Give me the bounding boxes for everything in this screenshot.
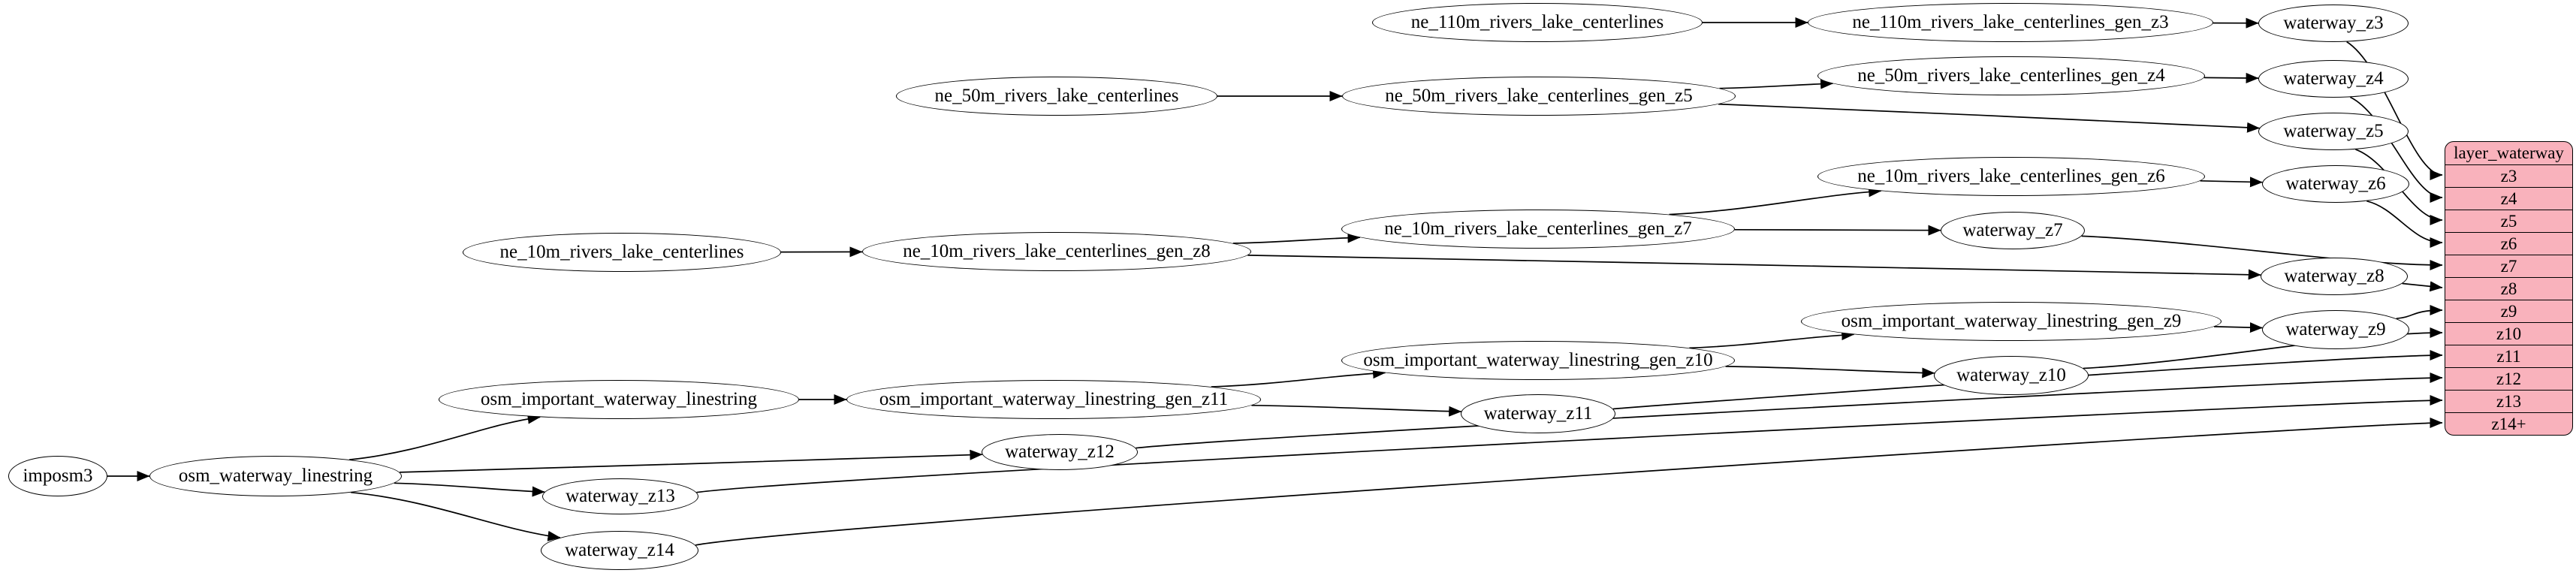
edge-osm_waterway_linestring-to-waterway_z14 xyxy=(351,491,561,541)
node-ne_10m_rivers_lake_centerlines_gen_z7: ne_10m_rivers_lake_centerlines_gen_z7 xyxy=(1341,210,1735,249)
table-row-z10: z10 xyxy=(2445,322,2572,345)
layer-waterway-table-title: layer_waterway xyxy=(2454,143,2564,162)
edge-waterway_z9-to-layer_waterway-z9 xyxy=(2396,305,2443,320)
table-row-z4: z4 xyxy=(2445,187,2572,210)
node-osm_important_waterway_linestring_gen_z10: osm_important_waterway_linestring_gen_z1… xyxy=(1341,341,1735,380)
node-waterway_z13: waterway_z13 xyxy=(542,478,698,514)
edge-waterway_z7-to-layer_waterway-z7 xyxy=(2081,235,2443,270)
node-ne_110m_rivers_lake_centerlines_gen_z3: ne_110m_rivers_lake_centerlines_gen_z3 xyxy=(1808,3,2213,42)
node-ne_10m_rivers_lake_centerlines_gen_z6: ne_10m_rivers_lake_centerlines_gen_z6 xyxy=(1817,157,2205,196)
edge-ne_10m_rivers_lake_centerlines_gen_z8-to-ne_10m_rivers_lake_centerlines_gen_z7 xyxy=(1232,232,1361,244)
edge-ne_10m_rivers_lake_centerlines_gen_z7-to-waterway_z7 xyxy=(1734,225,1941,236)
node-ne_50m_rivers_lake_centerlines: ne_50m_rivers_lake_centerlines xyxy=(896,77,1217,116)
node-waterway_z8: waterway_z8 xyxy=(2261,258,2408,295)
edge-osm_important_waterway_linestring_gen_z11-to-waterway_z11 xyxy=(1251,404,1462,417)
node-ne_50m_rivers_lake_centerlines_gen_z5: ne_50m_rivers_lake_centerlines_gen_z5 xyxy=(1342,77,1736,116)
edge-waterway_z6-to-layer_waterway-z6 xyxy=(2366,200,2443,248)
table-row-z13: z13 xyxy=(2445,390,2572,412)
table-row-z7: z7 xyxy=(2445,255,2572,277)
node-waterway_z4: waterway_z4 xyxy=(2258,60,2409,98)
table-row-z5: z5 xyxy=(2445,210,2572,232)
node-waterway_z11: waterway_z11 xyxy=(1461,394,1615,433)
node-waterway_z6: waterway_z6 xyxy=(2262,165,2409,203)
edge-waterway_z4-to-layer_waterway-z4 xyxy=(2350,96,2443,203)
node-waterway_z9: waterway_z9 xyxy=(2262,310,2409,349)
table-row-z9: z9 xyxy=(2445,300,2572,322)
node-ne_10m_rivers_lake_centerlines_gen_z8: ne_10m_rivers_lake_centerlines_gen_z8 xyxy=(862,232,1251,271)
table-row-z8: z8 xyxy=(2445,277,2572,300)
edge-osm_important_waterway_linestring_gen_z9-to-waterway_z9 xyxy=(2213,322,2263,333)
edge-osm_waterway_linestring-to-waterway_z12 xyxy=(399,449,983,473)
edge-waterway_z13-to-layer_waterway-z13 xyxy=(696,395,2443,493)
node-waterway_z7: waterway_z7 xyxy=(1941,212,2085,249)
node-ne_10m_rivers_lake_centerlines: ne_10m_rivers_lake_centerlines xyxy=(463,233,781,272)
node-osm_important_waterway_linestring: osm_important_waterway_linestring xyxy=(439,380,799,419)
edge-osm_waterway_linestring-to-osm_important_waterway_linestring xyxy=(349,413,541,460)
table-row-z6: z6 xyxy=(2445,232,2572,255)
edge-osm_important_waterway_linestring_gen_z10-to-waterway_z10 xyxy=(1725,366,1935,378)
node-waterway_z3: waterway_z3 xyxy=(2258,5,2409,42)
edge-waterway_z8-to-layer_waterway-z8 xyxy=(2402,281,2443,292)
edge-waterway_z14-to-layer_waterway-z14+ xyxy=(695,418,2443,546)
edge-osm_important_waterway_linestring_gen_z11-to-osm_important_waterway_linestring_gen_z10 xyxy=(1211,368,1386,388)
edge-ne_10m_rivers_lake_centerlines_gen_z6-to-waterway_z6 xyxy=(2200,176,2263,188)
node-osm_important_waterway_linestring_gen_z11: osm_important_waterway_linestring_gen_z1… xyxy=(846,380,1261,419)
table-row-z3: z3 xyxy=(2445,164,2572,187)
node-waterway_z14: waterway_z14 xyxy=(541,531,698,570)
edge-ne_50m_rivers_lake_centerlines_gen_z5-to-waterway_z5 xyxy=(1718,103,2260,133)
node-osm_important_waterway_linestring_gen_z9: osm_important_waterway_linestring_gen_z9 xyxy=(1801,302,2222,341)
table-row-z14+: z14+ xyxy=(2445,412,2572,435)
edge-osm_important_waterway_linestring_gen_z10-to-osm_important_waterway_linestring_gen_z9 xyxy=(1689,330,1855,349)
node-osm_waterway_linestring: osm_waterway_linestring xyxy=(149,456,402,496)
node-waterway_z12: waterway_z12 xyxy=(982,434,1138,470)
table-row-z12: z12 xyxy=(2445,367,2572,390)
edge-group xyxy=(107,17,2443,546)
edge-osm_waterway_linestring-to-waterway_z13 xyxy=(394,482,545,497)
edge-ne_50m_rivers_lake_centerlines_gen_z5-to-ne_50m_rivers_lake_centerlines_gen_z4 xyxy=(1719,78,1834,89)
node-imposm3: imposm3 xyxy=(8,456,107,496)
edge-ne_10m_rivers_lake_centerlines_gen_z7-to-ne_10m_rivers_lake_centerlines_gen_z6 xyxy=(1669,186,1882,216)
node-ne_110m_rivers_lake_centerlines: ne_110m_rivers_lake_centerlines xyxy=(1372,3,1703,42)
node-waterway_z5: waterway_z5 xyxy=(2258,113,2409,150)
edge-waterway_z3-to-layer_waterway-z3 xyxy=(2346,41,2443,180)
node-ne_50m_rivers_lake_centerlines_gen_z4: ne_50m_rivers_lake_centerlines_gen_z4 xyxy=(1817,56,2205,95)
edge-ne_10m_rivers_lake_centerlines_gen_z8-to-waterway_z8 xyxy=(1247,255,2261,280)
edge-ne_50m_rivers_lake_centerlines_gen_z4-to-waterway_z4 xyxy=(2203,72,2259,83)
table-row-z11: z11 xyxy=(2445,345,2572,367)
edge-waterway_z12-to-layer_waterway-z12 xyxy=(1136,372,2443,449)
node-waterway_z10: waterway_z10 xyxy=(1934,356,2089,395)
